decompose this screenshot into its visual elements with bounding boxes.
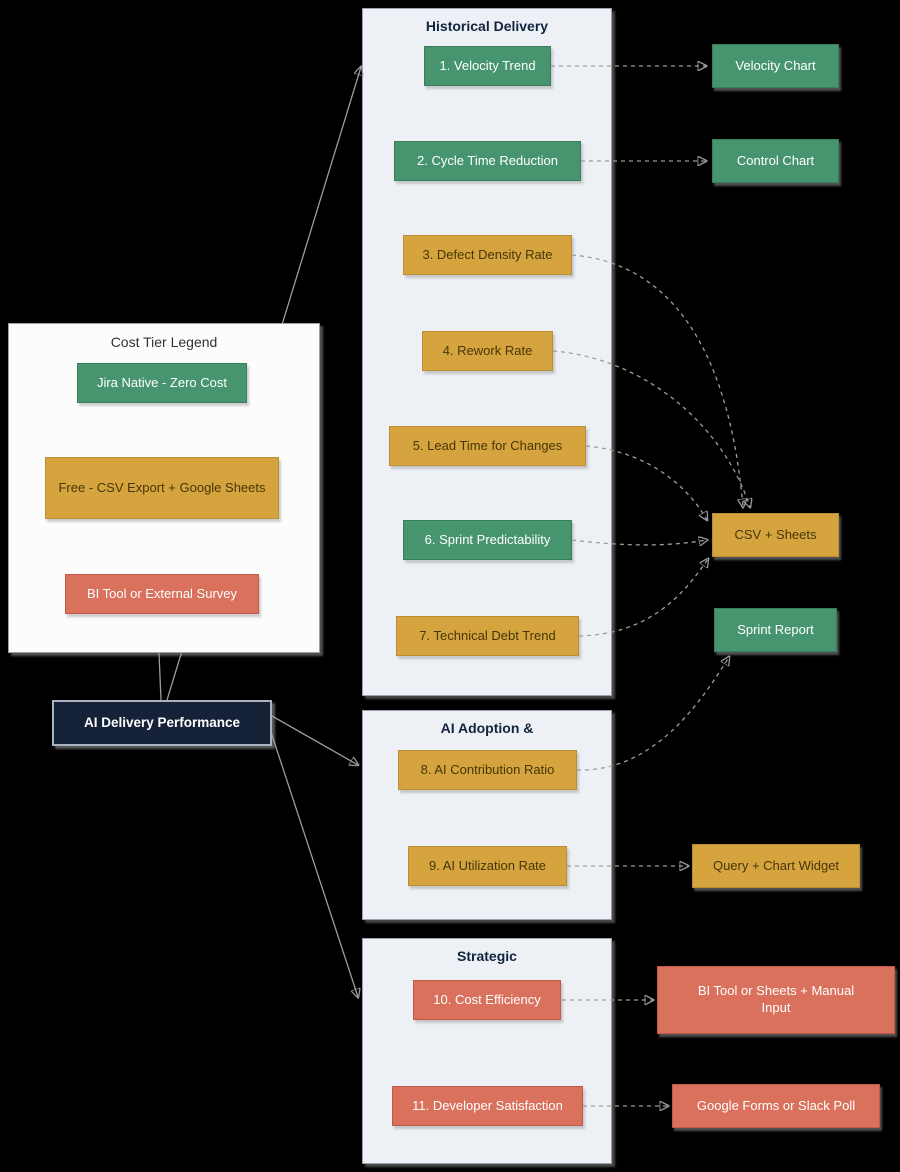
group-strategic[interactable]: Strategic: [362, 938, 612, 1164]
node-ai-contribution-ratio[interactable]: 8. AI Contribution Ratio: [398, 750, 577, 790]
node-ai-utilization-rate[interactable]: 9. AI Utilization Rate: [408, 846, 567, 886]
edge-sprint-predictability-to-csv-sheets: [571, 540, 707, 545]
node-velocity-trend[interactable]: 1. Velocity Trend: [424, 46, 551, 86]
cost-tier-legend-title: Cost Tier Legend: [110, 334, 218, 350]
node-control-chart[interactable]: Control Chart: [712, 139, 839, 183]
legend-item-jira-native[interactable]: Jira Native - Zero Cost: [77, 363, 247, 403]
group-ai-adoption-title: AI Adoption &: [440, 720, 534, 736]
node-csv-sheets[interactable]: CSV + Sheets: [712, 513, 839, 557]
edge-defect-density-to-csv-sheets: [571, 254, 743, 507]
node-sprint-report[interactable]: Sprint Report: [714, 608, 837, 652]
node-rework-rate[interactable]: 4. Rework Rate: [422, 331, 553, 371]
node-cycle-time-reduction[interactable]: 2. Cycle Time Reduction: [394, 141, 581, 181]
edge-legend-to-root: [158, 652, 162, 701]
node-technical-debt-trend[interactable]: 7. Technical Debt Trend: [396, 616, 579, 656]
cost-tier-legend[interactable]: Cost Tier Legend Jira Native - Zero Cost…: [8, 323, 320, 653]
node-google-forms-slack-poll[interactable]: Google Forms or Slack Poll: [672, 1084, 880, 1128]
node-velocity-chart[interactable]: Velocity Chart: [712, 44, 839, 88]
legend-item-bi-tool[interactable]: BI Tool or External Survey: [65, 574, 259, 614]
edge-lead-time-to-csv-sheets: [585, 445, 707, 520]
group-strategic-title: Strategic: [457, 948, 517, 964]
edge-root-to-strategic: [270, 731, 358, 997]
node-lead-time-for-changes[interactable]: 5. Lead Time for Changes: [389, 426, 586, 466]
node-cost-efficiency[interactable]: 10. Cost Efficiency: [413, 980, 561, 1020]
group-historical-delivery-title: Historical Delivery: [425, 18, 549, 34]
edge-ai-contribution-to-sprint-report: [576, 657, 729, 771]
node-sprint-predictability[interactable]: 6. Sprint Predictability: [403, 520, 572, 560]
node-bi-tool-manual-input[interactable]: BI Tool or Sheets + Manual Input: [657, 966, 895, 1034]
node-query-chart-widget[interactable]: Query + Chart Widget: [692, 844, 860, 888]
edge-rework-rate-to-csv-sheets: [552, 350, 750, 507]
node-defect-density-rate[interactable]: 3. Defect Density Rate: [403, 235, 572, 275]
edge-technical-debt-to-csv-sheets: [578, 559, 708, 637]
node-ai-delivery-performance[interactable]: AI Delivery Performance: [52, 700, 272, 746]
node-developer-satisfaction[interactable]: 11. Developer Satisfaction: [392, 1086, 583, 1126]
legend-item-free-csv[interactable]: Free - CSV Export + Google Sheets: [45, 457, 279, 519]
edge-root-to-ai-adoption: [271, 715, 358, 765]
